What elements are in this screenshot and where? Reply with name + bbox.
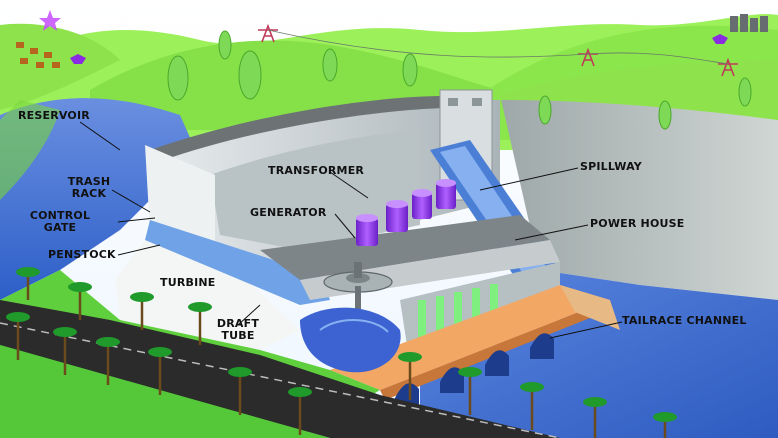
draft-ripple	[319, 319, 389, 333]
tower-window	[472, 98, 482, 106]
label-turbine: TURBINE	[160, 276, 216, 289]
purple-marker-left	[70, 54, 86, 64]
label-control-gate-line1: CONTROL	[29, 209, 91, 222]
dam-crest	[150, 96, 445, 162]
label-control-gate: CONTROL GATE	[28, 210, 92, 234]
leader-lines	[79, 121, 623, 339]
label-tailrace-channel: TAILRACE CHANNEL	[622, 314, 747, 327]
label-control-gate-line2: GATE	[43, 221, 77, 234]
turbine-shaft	[355, 286, 361, 316]
intake-front	[115, 232, 300, 350]
palm-trees	[6, 267, 677, 438]
label-penstock: PENSTOCK	[48, 248, 116, 261]
label-draft-tube-line1: DRAFT	[216, 317, 260, 330]
label-draft-tube: DRAFT TUBE	[210, 318, 266, 342]
generator-shaft	[354, 262, 362, 278]
label-transformer: TRANSFORMER	[268, 164, 365, 177]
powerhouse-windows	[418, 284, 498, 340]
label-generator: GENERATOR	[250, 206, 327, 219]
label-spillway: SPILLWAY	[580, 160, 642, 173]
label-draft-tube-line2: TUBE	[221, 329, 255, 342]
powerhouse-roof	[260, 215, 550, 280]
purple-marker-right	[712, 34, 728, 44]
label-trash-rack-line1: TRASH	[67, 175, 111, 188]
city-buildings	[730, 14, 768, 32]
road-centerline	[0, 322, 561, 438]
label-trash-rack-line2: RACK	[71, 187, 107, 200]
purple-star	[39, 10, 61, 31]
orange-deck	[330, 285, 610, 390]
right-cliff	[500, 93, 778, 300]
tailrace-water	[420, 270, 778, 438]
label-trash-rack: TRASH RACK	[64, 176, 114, 200]
right-hill-top	[500, 60, 778, 120]
label-power-house: POWER HOUSE	[590, 217, 685, 230]
label-reservoir: RESERVOIR	[18, 109, 90, 122]
deck-side	[560, 285, 620, 330]
road	[0, 300, 560, 438]
village-houses	[16, 42, 60, 68]
left-bank	[0, 100, 60, 200]
deck-edge	[380, 300, 610, 400]
trees	[167, 30, 752, 130]
transformer-units	[356, 179, 456, 246]
intake-block	[145, 145, 215, 250]
tower-window	[448, 98, 458, 106]
penstock-pipe	[145, 220, 330, 305]
power-lines	[267, 29, 729, 65]
bottom-grass	[0, 345, 330, 438]
